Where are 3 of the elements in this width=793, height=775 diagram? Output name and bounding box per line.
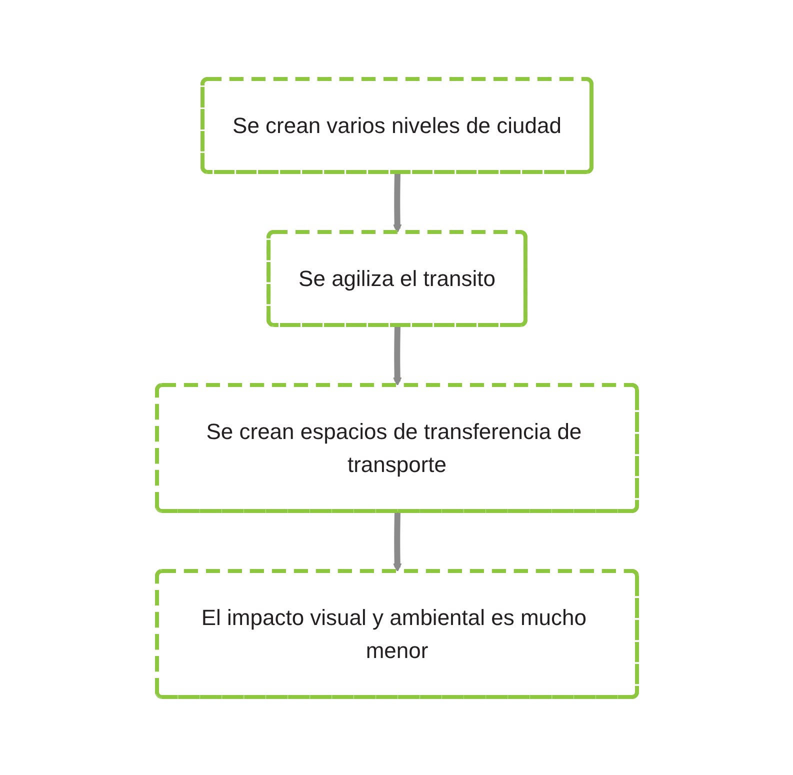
- arrow: [392, 324, 402, 386]
- arrow: [392, 172, 402, 232]
- arrow: [392, 510, 402, 572]
